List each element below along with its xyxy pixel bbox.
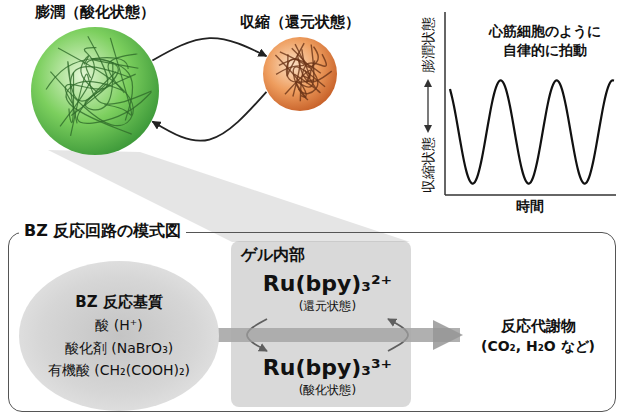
polymer-strand — [46, 58, 128, 90]
axis-arrowhead — [424, 125, 432, 133]
polymer-strand — [108, 54, 137, 93]
axis-state-label: 収縮状態 — [419, 133, 437, 197]
node-heading: ゲル内部 — [231, 241, 411, 266]
node-text: (CO₂, H₂O など) — [481, 337, 595, 357]
shrunk-gel: 収縮（還元状態） — [235, 12, 365, 132]
node-heading: 収縮（還元状態） — [235, 12, 365, 32]
y-axis — [444, 12, 446, 195]
axis-label: 時間 — [505, 198, 555, 216]
node-text: 有機酸 (CH₂(COOH)₂) — [48, 359, 190, 381]
swollen-gel: 膨潤（酸化状態） — [20, 2, 170, 162]
node-text: (酸化状態) — [299, 382, 356, 399]
gel-body — [31, 27, 159, 155]
metabolite-text: 反応代謝物(CO₂, H₂O など) — [464, 311, 612, 361]
node-heading: Ru(bpy)₃²⁺ — [263, 271, 392, 297]
node-heading: BZ 反応基質 — [75, 290, 163, 314]
cycle-arrow — [152, 38, 266, 60]
gel-interior-box: Ru(bpy)₃²⁺(還元状態) Ru(bpy)₃³⁺(酸化状態) ゲル内部 — [231, 241, 411, 407]
polymer-strand — [286, 59, 320, 82]
axis-arrowhead — [424, 79, 432, 87]
polymer-strand — [65, 36, 108, 103]
polymer-strand — [104, 38, 131, 115]
ru-oxidized: Ru(bpy)₃³⁺(酸化状態) — [261, 353, 394, 401]
gel-body — [263, 37, 337, 111]
node-text: 酸化剤 (NaBrO₃) — [65, 337, 173, 359]
node-heading: BZ 反応回路の模式図 — [19, 221, 186, 242]
substrate-ellipse: BZ 反応基質酸 (H⁺)酸化剤 (NaBrO₃)有機酸 (CH₂(COOH)₂… — [19, 261, 219, 411]
polymer-strand — [296, 44, 314, 98]
node-heading: 反応代謝物 — [501, 316, 576, 337]
node-text: 酸 (H⁺) — [95, 314, 142, 336]
ru-reduced: Ru(bpy)₃²⁺(還元状態) — [261, 269, 394, 317]
outer-panel: BZ 反応基質酸 (H⁺)酸化剤 (NaBrO₃)有機酸 (CH₂(COOH)₂… — [8, 232, 616, 412]
gel-sphere — [30, 26, 160, 156]
node-text: (還元状態) — [299, 298, 356, 315]
cycle-arrow — [152, 92, 266, 141]
x-axis — [445, 194, 616, 196]
oscillation-curve — [450, 80, 614, 183]
polymer-strand — [50, 48, 133, 126]
polymer-strand — [81, 56, 97, 92]
polymer-strand — [77, 72, 151, 124]
graph-title: 心筋細胞のように 自律的に拍動 — [484, 22, 606, 60]
axis-state-label: 膨潤状態 — [419, 13, 437, 77]
gel-sphere — [262, 36, 338, 112]
node-heading: 膨潤（酸化状態） — [20, 2, 170, 22]
axis-arrow — [427, 84, 428, 128]
node-heading: Ru(bpy)₃³⁺ — [263, 355, 392, 381]
